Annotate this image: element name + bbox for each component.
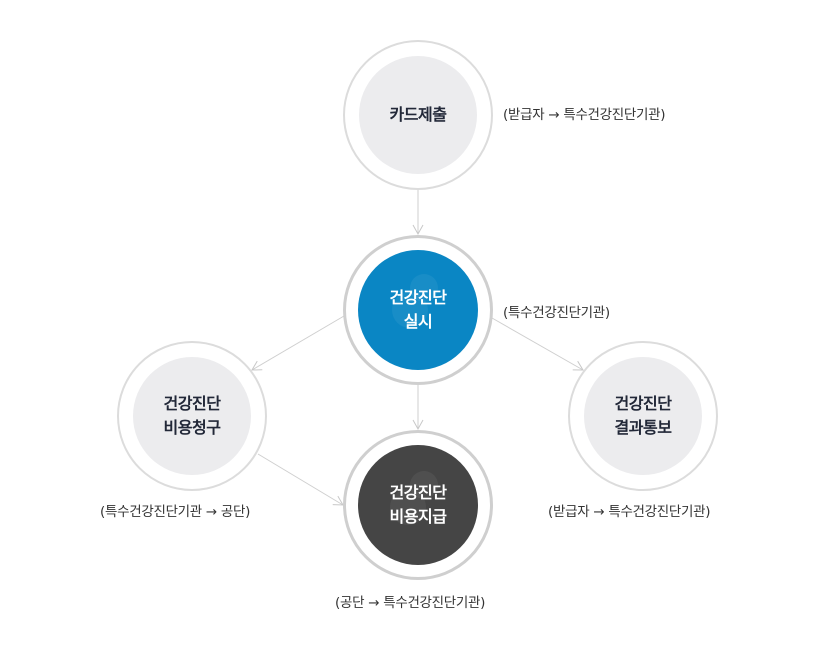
arrow-exam-to-claim (251, 315, 345, 371)
caption-exam: (특수건강진단기관) (503, 305, 610, 321)
caption-result: (받급자 → 특수건강진단기관) (548, 504, 711, 520)
node-claim-label-1: 건강진단 (163, 394, 221, 413)
node-payment-label-2: 비용지급 (389, 507, 447, 526)
arrow-exam-to-result (491, 317, 584, 371)
node-exam-label-2: 실시 (403, 312, 433, 331)
caption-card-submit: (받급자 → 특수건강진단기관) (503, 107, 666, 123)
caption-payment: (공단 → 특수건강진단기관) (335, 595, 486, 611)
node-payment-label-1: 건강진단 (389, 483, 447, 502)
node-exam-label-1: 건강진단 (389, 288, 447, 307)
node-payment: 건강진단 비용지급 (343, 430, 493, 580)
caption-claim: (특수건강진단기관 → 공단) (100, 504, 251, 520)
node-claim-label-2: 비용청구 (163, 418, 221, 437)
node-claim: 건강진단 비용청구 (117, 341, 267, 491)
node-card-submit: 카드제출 (343, 40, 493, 190)
node-result: 건강진단 결과통보 (568, 341, 718, 491)
node-result-label-1: 건강진단 (614, 394, 672, 413)
node-card-submit-label: 카드제출 (389, 105, 447, 124)
node-result-label-2: 결과통보 (614, 418, 672, 437)
node-exam: 건강진단 실시 (343, 235, 493, 385)
arrow-claim-to-payment (257, 453, 344, 506)
